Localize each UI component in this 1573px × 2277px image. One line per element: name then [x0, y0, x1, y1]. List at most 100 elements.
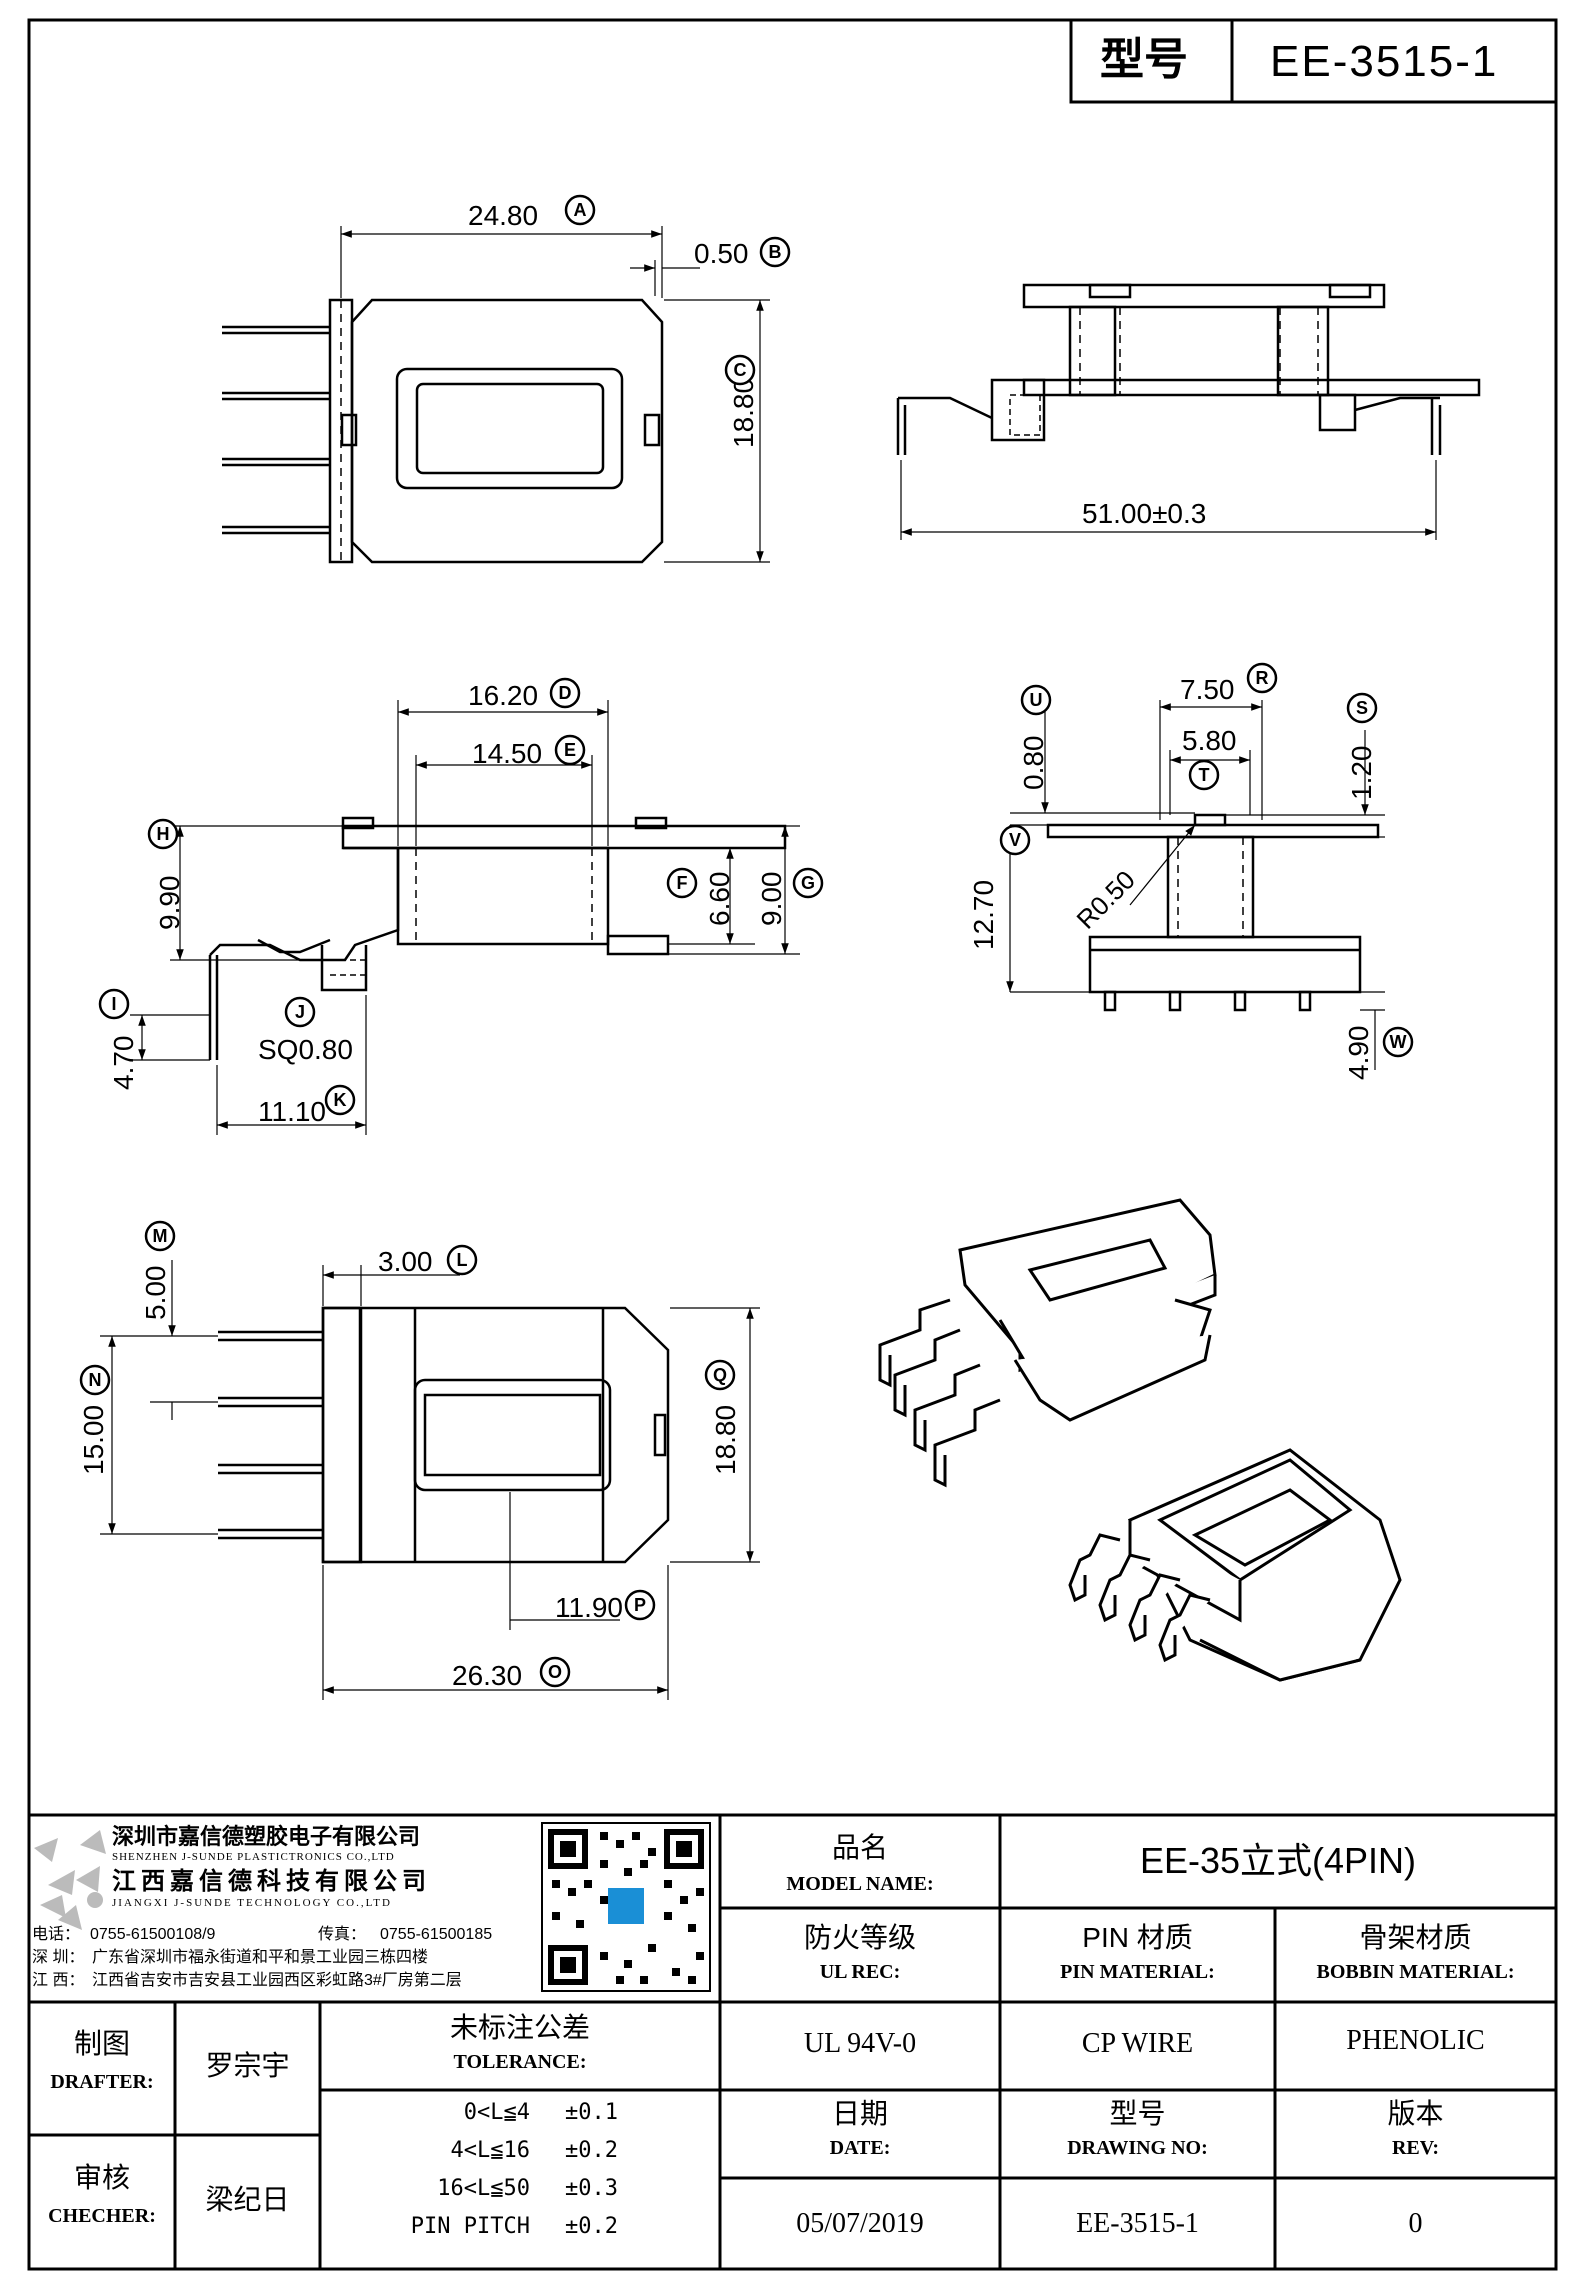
top-view — [222, 226, 770, 564]
addr-sz-label: 深 圳： — [32, 1949, 85, 1966]
fax: 0755-61500185 — [380, 1926, 493, 1943]
dim-overall-length: 51.00±0.3 — [1082, 498, 1207, 529]
dim-R: 7.50 — [1180, 674, 1235, 705]
phone: 0755-61500108/9 — [90, 1926, 216, 1943]
drafter-name: 罗宗宇 — [205, 2050, 290, 2081]
ul-en: UL REC: — [819, 1961, 901, 1983]
pin-mat-cn: PIN 材质 — [1082, 1922, 1193, 1953]
balloon-letter-I: I — [111, 994, 116, 1014]
drafter-cn: 制图 — [73, 2028, 130, 2059]
tolerance-value-2: ±0.2 — [565, 2138, 618, 2163]
balloon-letter-S: S — [1356, 698, 1368, 718]
checker-name: 梁纪日 — [205, 2184, 290, 2215]
drawing-no-value: EE-3515-1 — [1076, 2208, 1199, 2239]
balloon-letter-J: J — [295, 1002, 305, 1022]
balloon-W — [1382, 1026, 1414, 1058]
tolerance-value-4: ±0.2 — [565, 2214, 618, 2239]
balloon-letter-F: F — [677, 873, 688, 893]
header-box — [1069, 18, 1558, 104]
balloon-letter-A: A — [574, 200, 587, 220]
dim-B: 0.50 — [694, 238, 749, 269]
date-value: 05/07/2019 — [796, 2208, 924, 2239]
tolerance-range-4: PIN PITCH — [410, 2214, 530, 2239]
company-name-jx: 江西嘉信德科技有限公司 — [112, 1868, 431, 1895]
ul-cn: 防火等级 — [803, 1922, 916, 1953]
bottom-view — [100, 1260, 760, 1700]
rev-value: 0 — [1408, 2208, 1423, 2239]
balloon-I — [98, 988, 130, 1020]
balloon-P — [624, 1589, 656, 1621]
balloon-N — [79, 1364, 111, 1396]
balloon-letter-O: O — [548, 1662, 562, 1682]
company-name-jx-en: JIANGXI J-SUNDE TECHNOLOGY CO.,LTD — [112, 1897, 392, 1909]
checker-cn: 审核 — [73, 2162, 130, 2193]
end-view — [1006, 700, 1385, 1070]
title-block-grid — [29, 1813, 1556, 2269]
dim-T: 5.80 — [1182, 725, 1237, 756]
balloon-B — [759, 236, 791, 268]
drafter-en: DRAFTER: — [50, 2071, 154, 2093]
balloon-H — [147, 818, 179, 850]
page-border — [27, 18, 1558, 2271]
model-name-cn: 品名 — [831, 1832, 888, 1863]
model-name-en: MODEL NAME: — [786, 1873, 934, 1895]
balloon-T — [1188, 759, 1220, 791]
company-logo — [34, 1830, 106, 1930]
balloon-letter-R: R — [1256, 668, 1269, 688]
bobbin-mat-en: BOBBIN MATERIAL: — [1316, 1961, 1515, 1983]
balloon-F — [666, 867, 698, 899]
tolerance-range-2: 4<L≦16 — [450, 2138, 530, 2163]
balloon-letter-T: T — [1199, 765, 1210, 785]
balloon-C — [724, 354, 756, 386]
addr-sz: 广东省深圳市福永街道和平和景工业园三栋四楼 — [92, 1949, 429, 1966]
drawing-no-cn: 型号 — [1109, 2098, 1166, 2129]
bobbin-mat-cn: 骨架材质 — [1359, 1922, 1472, 1953]
balloon-letter-D: D — [559, 683, 572, 703]
balloon-D — [549, 677, 581, 709]
dim-K: 11.10 — [258, 1096, 326, 1127]
balloon-letter-W: W — [1390, 1032, 1407, 1052]
balloon-letter-Q: Q — [713, 1365, 727, 1385]
tolerance-range-1: 0<L≦4 — [463, 2100, 530, 2125]
addr-jx-label: 江 西： — [32, 1972, 85, 1989]
rev-cn: 版本 — [1387, 2098, 1444, 2129]
dim-E: 14.50 — [472, 738, 543, 769]
ul-value: UL 94V-0 — [803, 2028, 917, 2059]
dim-O: 26.30 — [452, 1660, 523, 1691]
balloon-letter-K: K — [334, 1090, 347, 1110]
qr-code — [541, 1822, 711, 1992]
balloon-K — [324, 1084, 356, 1116]
date-en: DATE: — [829, 2137, 891, 2159]
company-name-sz-en: SHENZHEN J-SUNDE PLASTICTRONICS CO.,LTD — [112, 1851, 395, 1863]
balloon-letter-V: V — [1009, 830, 1021, 850]
balloon-L — [446, 1244, 478, 1276]
balloon-O — [539, 1656, 571, 1688]
balloon-G — [792, 867, 824, 899]
isometric-view-lower — [1068, 1448, 1402, 1682]
balloon-letter-H: H — [157, 824, 170, 844]
addr-jx: 江西省吉安市吉安县工业园西区彩虹路3#厂房第二层 — [92, 1972, 462, 1989]
bobbin-mat-value: PHENOLIC — [1346, 2025, 1485, 2056]
balloon-letter-M: M — [153, 1226, 168, 1246]
balloon-R — [1246, 662, 1278, 694]
balloon-A — [564, 194, 596, 226]
fax-label: 传真： — [318, 1926, 367, 1943]
tolerance-en: TOLERANCE: — [453, 2051, 587, 2073]
balloon-J — [284, 996, 316, 1028]
balloon-S — [1346, 692, 1378, 724]
model-name-value: EE-35立式(4PIN) — [1139, 1840, 1417, 1881]
isometric-view-upper — [878, 1198, 1217, 1488]
phone-label: 电话： — [32, 1926, 81, 1943]
checker-en: CHECHER: — [48, 2205, 156, 2227]
rev-en: REV: — [1391, 2137, 1440, 2159]
tolerance-range-3: 16<L≦50 — [437, 2176, 530, 2201]
tolerance-value-1: ±0.1 — [565, 2100, 618, 2125]
balloon-letter-C: C — [734, 360, 747, 380]
header-model-value: EE-3515-1 — [1270, 37, 1499, 86]
balloon-letter-L: L — [457, 1250, 468, 1270]
balloon-letter-B: B — [769, 242, 782, 262]
balloon-letter-E: E — [564, 740, 576, 760]
